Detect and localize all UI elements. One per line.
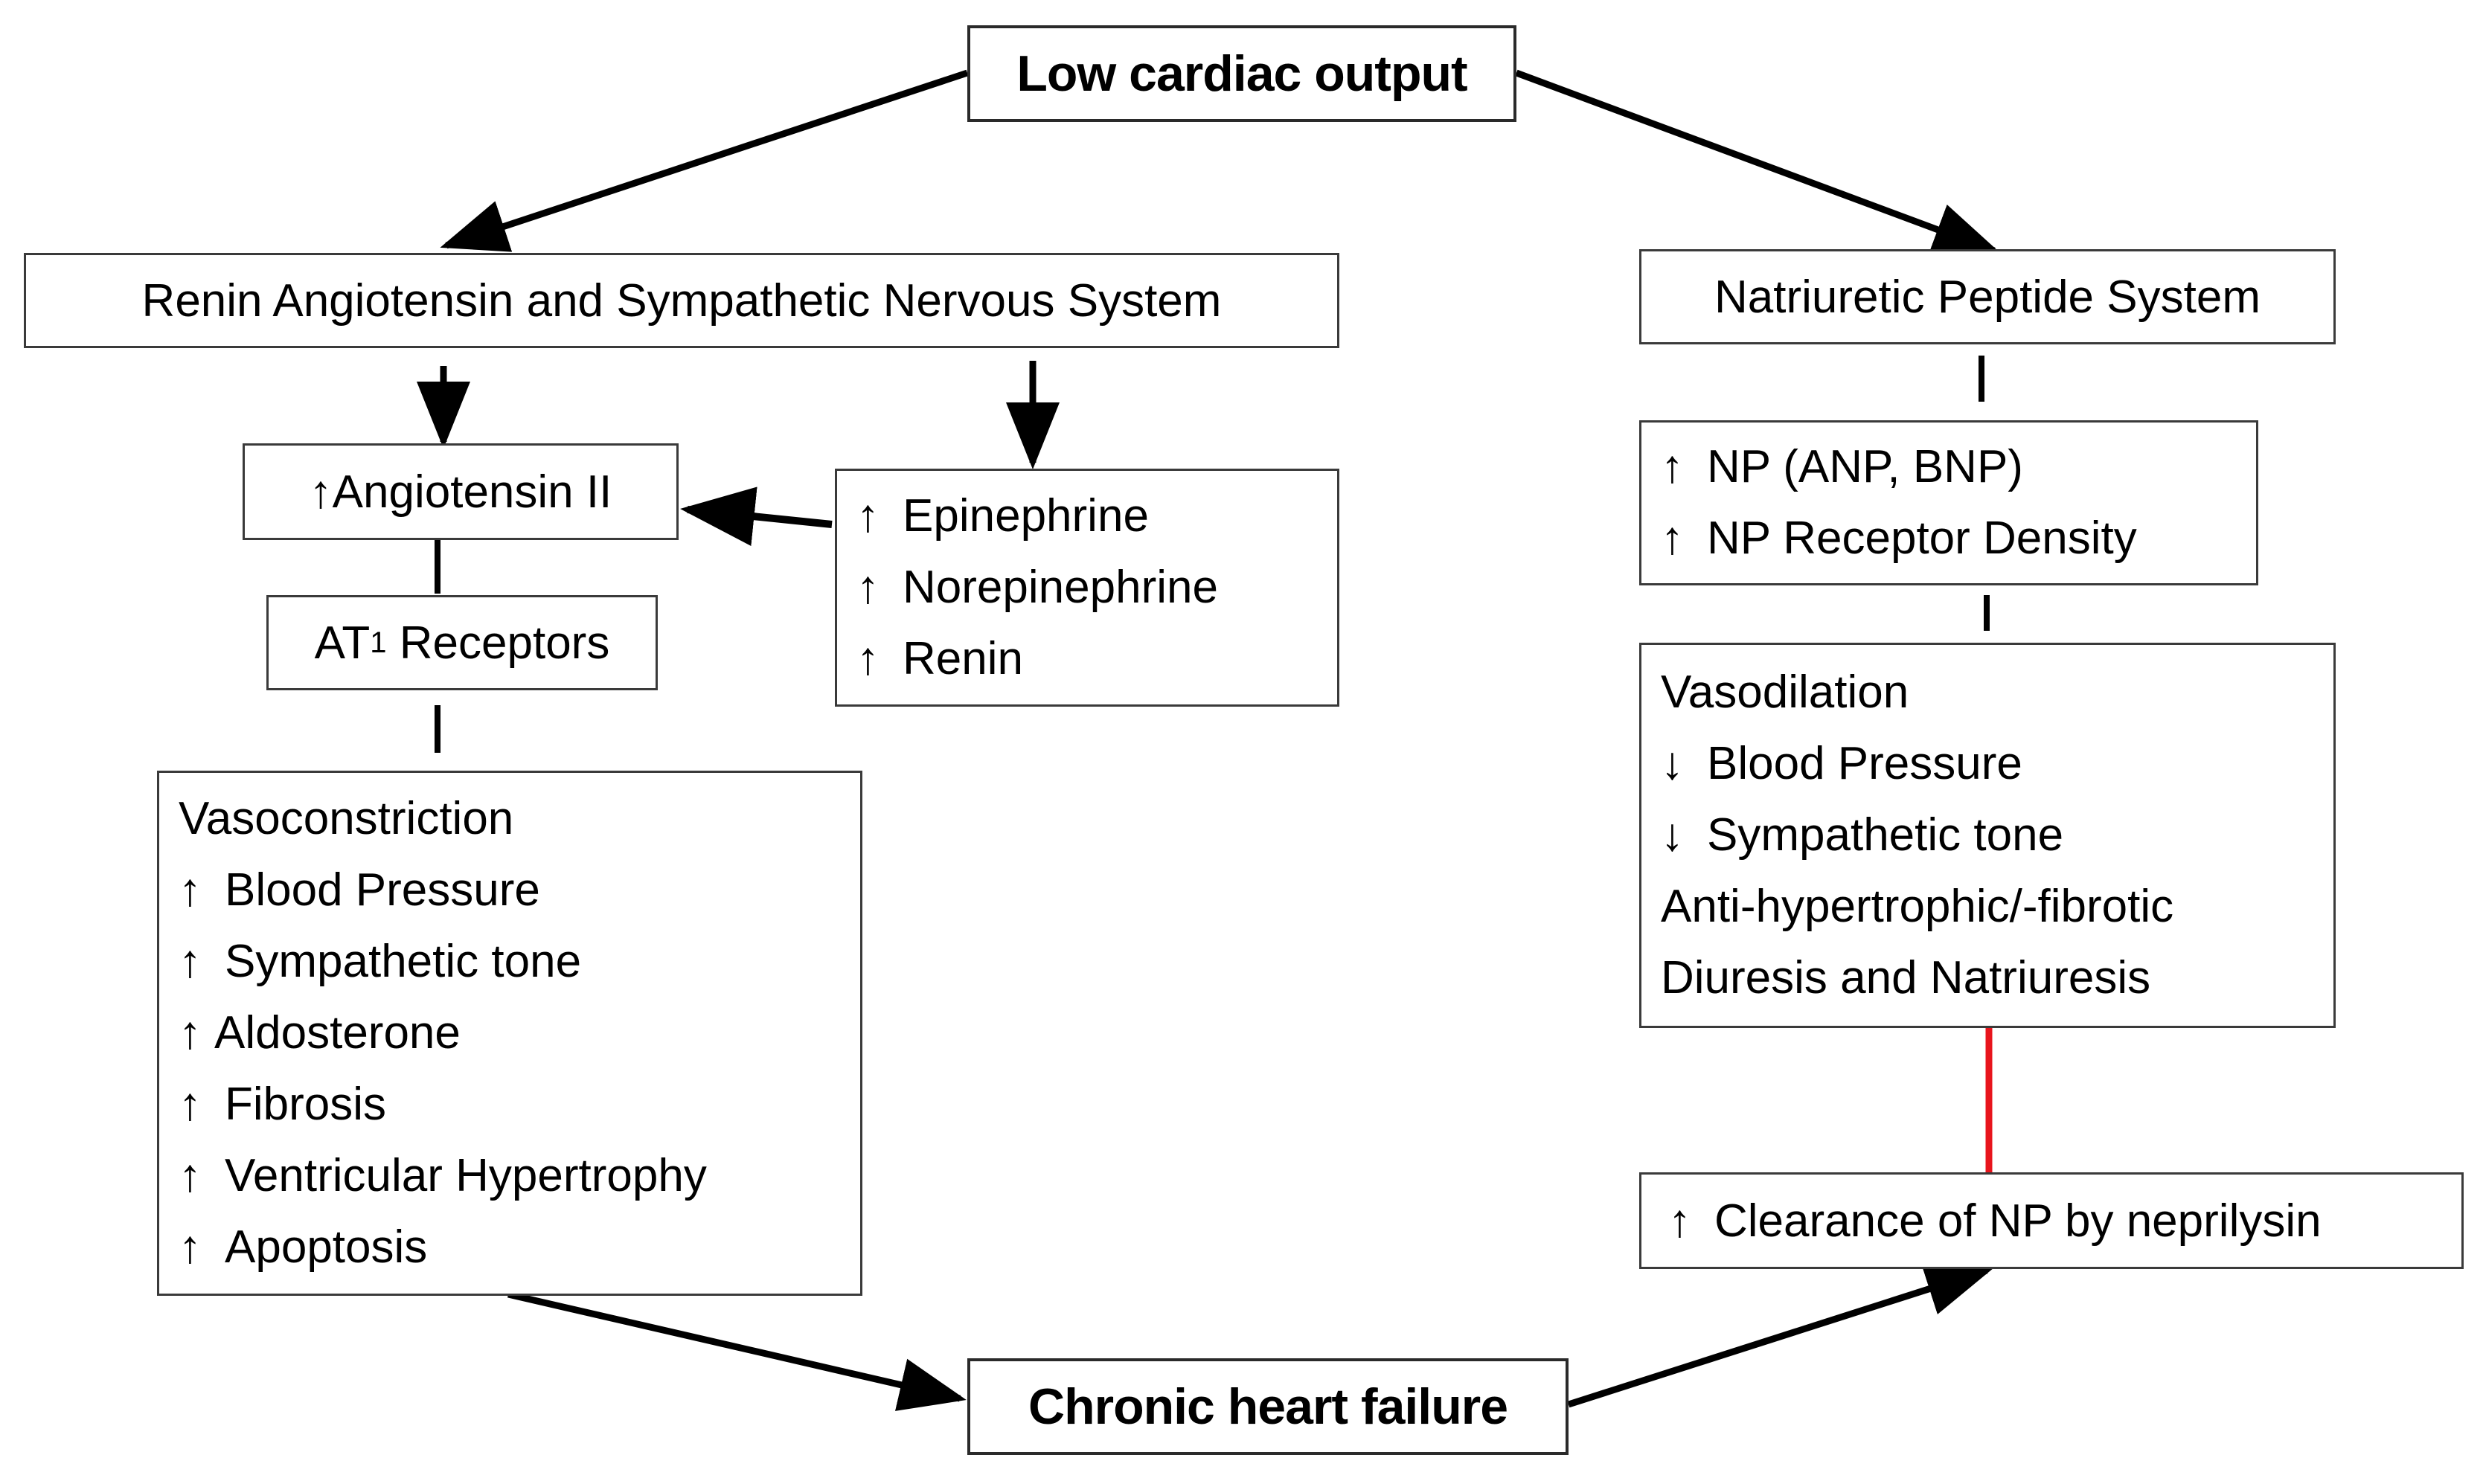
up-arrow-icon: ↑ [179,1150,202,1201]
list-item: ↑Renin [856,623,1337,695]
down-arrow-icon: ↓ [1661,809,1684,861]
list-item: ↓Blood Pressure [1661,728,2333,800]
low-cardiac-output-label: Low cardiac output [1016,45,1467,102]
list-item: Vasodilation [1661,666,1909,718]
nps-label: Natriuretic Peptide System [1714,271,2261,323]
angiotensin-box: ↑ Angiotensin II [243,443,679,540]
up-arrow-icon: ↑ [856,633,880,684]
list-item: ↑Epinephrine [856,481,1337,552]
list-item: Anti-hypertrophic/-fibrotic [1661,881,2174,932]
list-item: ↑Fibrosis [179,1069,860,1140]
angiotensin-label: Angiotensin II [332,466,612,518]
arrow-renin-to-angiotensin [680,486,833,547]
at1-suffix: Receptors [386,617,610,669]
list-item: ↑Apoptosis [179,1212,860,1283]
ras-label: Renin Angiotensin and Sympathetic Nervou… [141,274,1222,327]
up-arrow-icon: ↑ [179,936,202,987]
down-arrow-icon: ↓ [1661,738,1684,789]
clearance-box: ↑ Clearance of NP by neprilysin [1639,1172,2464,1269]
vasoconstriction-box: Vasoconstriction ↑Blood Pressure ↑Sympat… [157,771,862,1296]
list-item: ↑Blood Pressure [179,855,860,926]
at1-prefix: AT [314,617,371,669]
arrow-vasoconstriction-to-chf [507,1291,967,1411]
list-item: Vasoconstriction [179,793,514,844]
up-arrow-icon: ↑ [179,1221,202,1273]
up-arrow-icon: ↑ [309,466,333,518]
low-cardiac-output-box: Low cardiac output [967,25,1516,122]
up-arrow-icon: ↑ [1668,1195,1691,1247]
list-item: ↑Aldosterone [179,998,860,1069]
catecholamine-box: ↑Epinephrine ↑Norepinephrine ↑Renin [835,469,1339,707]
chronic-heart-failure-box: Chronic heart failure [967,1358,1569,1455]
list-item: ↑NP (ANP, BNP) [1661,431,2256,503]
arrow-output-to-ras [440,69,969,252]
up-arrow-icon: ↑ [179,1007,202,1059]
chronic-heart-failure-label: Chronic heart failure [1028,1378,1508,1435]
np-box: ↑NP (ANP, BNP) ↑NP Receptor Density [1639,420,2258,585]
up-arrow-icon: ↑ [179,864,202,916]
list-item: ↑NP Receptor Density [1661,503,2256,574]
list-item: Diuresis and Natriuresis [1661,952,2151,1003]
nps-box: Natriuretic Peptide System [1639,249,2336,344]
list-item: ↑Sympathetic tone [179,926,860,998]
list-item: ↓Sympathetic tone [1661,800,2333,871]
up-arrow-icon: ↑ [856,562,880,613]
up-arrow-icon: ↑ [1661,513,1684,564]
arrow-chf-to-clearance [1567,1263,1993,1408]
vasodilation-box: Vasodilation ↓Blood Pressure ↓Sympatheti… [1639,643,2336,1028]
clearance-label: Clearance of NP by neprilysin [1714,1195,2322,1247]
list-item: ↑Norepinephrine [856,552,1337,623]
ras-box: Renin Angiotensin and Sympathetic Nervou… [24,253,1339,348]
up-arrow-icon: ↑ [1661,441,1684,492]
up-arrow-icon: ↑ [179,1079,202,1130]
arrow-output-to-nps [1515,69,2001,255]
list-item: ↑Ventricular Hypertrophy [179,1140,860,1212]
up-arrow-icon: ↑ [856,490,880,542]
